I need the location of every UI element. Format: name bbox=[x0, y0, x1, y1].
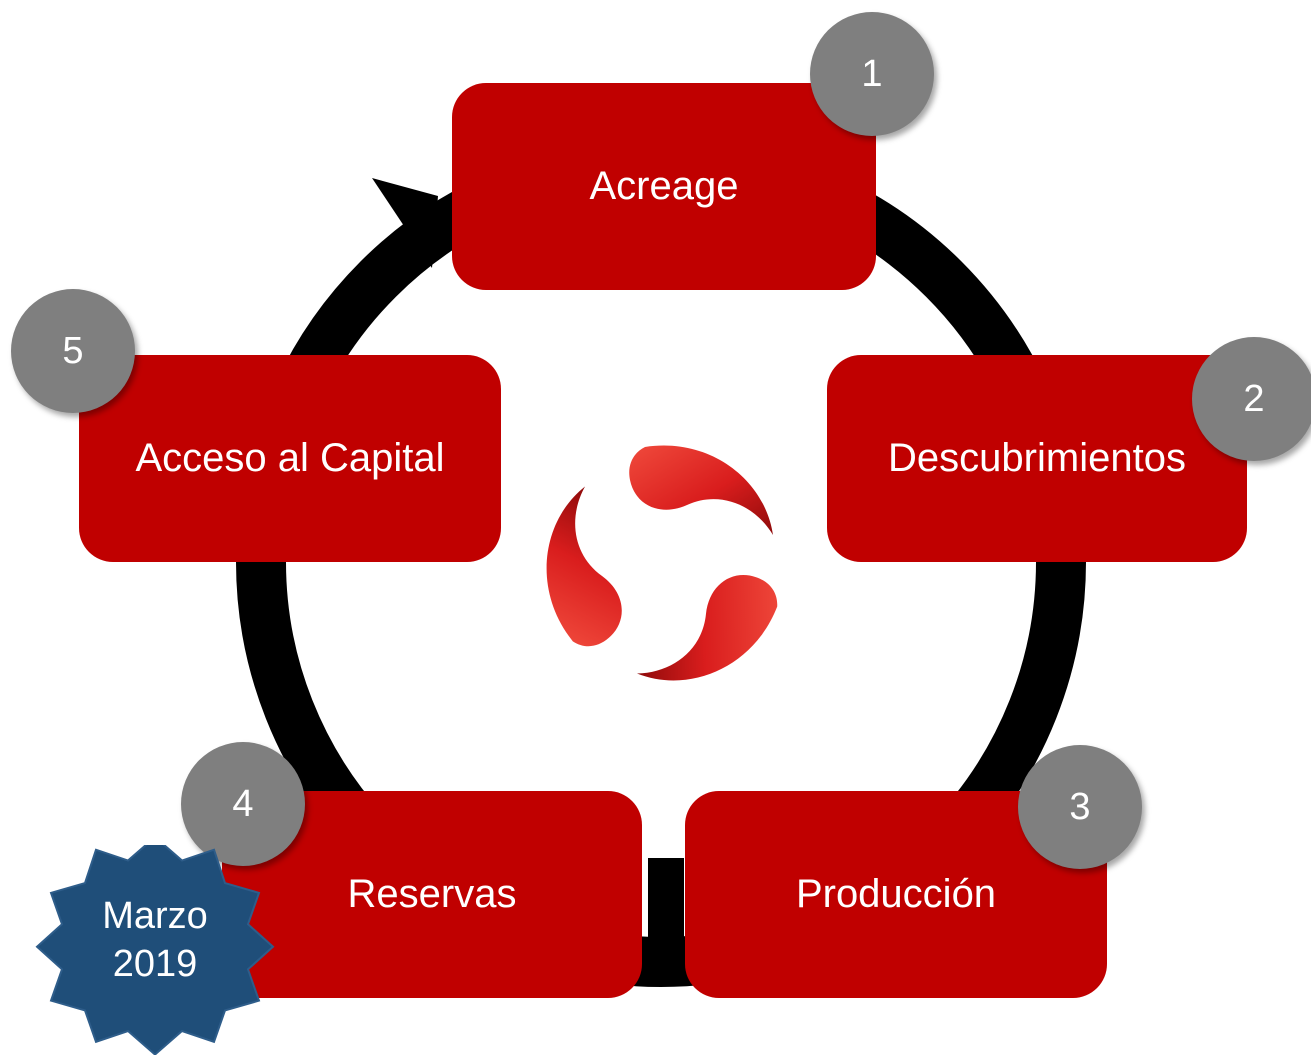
step-label-produccion: Producción bbox=[795, 872, 997, 916]
step-number-badge-2: 2 bbox=[1192, 337, 1311, 461]
ring-gap-marker bbox=[648, 858, 684, 968]
step-number-badge-4: 4 bbox=[181, 742, 305, 866]
step-label-reservas: Reservas bbox=[347, 872, 517, 916]
red-swirl-logo-icon bbox=[546, 445, 778, 681]
step-label-acceso-al-capital: Acceso al Capital bbox=[135, 436, 445, 480]
step-box-acceso-al-capital: Acceso al Capital bbox=[79, 355, 501, 562]
date-seal-text: Marzo 2019 bbox=[30, 892, 280, 988]
step-label-descubrimientos: Descubrimientos bbox=[888, 436, 1186, 480]
seal-month: Marzo bbox=[102, 895, 208, 937]
step-box-descubrimientos: Descubrimientos bbox=[827, 355, 1247, 562]
seal-year: 2019 bbox=[112, 943, 198, 985]
step-number-badge-1: 1 bbox=[810, 12, 934, 136]
logo-blade-right bbox=[636, 575, 778, 681]
step-label-acreage: Acreage bbox=[589, 164, 739, 208]
logo-blade-left bbox=[546, 486, 622, 647]
step-box-acreage: Acreage bbox=[452, 83, 876, 290]
logo-blade-top bbox=[629, 445, 773, 535]
step-number-badge-5: 5 bbox=[11, 289, 135, 413]
step-number-badge-3: 3 bbox=[1018, 745, 1142, 869]
cycle-arrowhead-icon bbox=[372, 178, 438, 268]
